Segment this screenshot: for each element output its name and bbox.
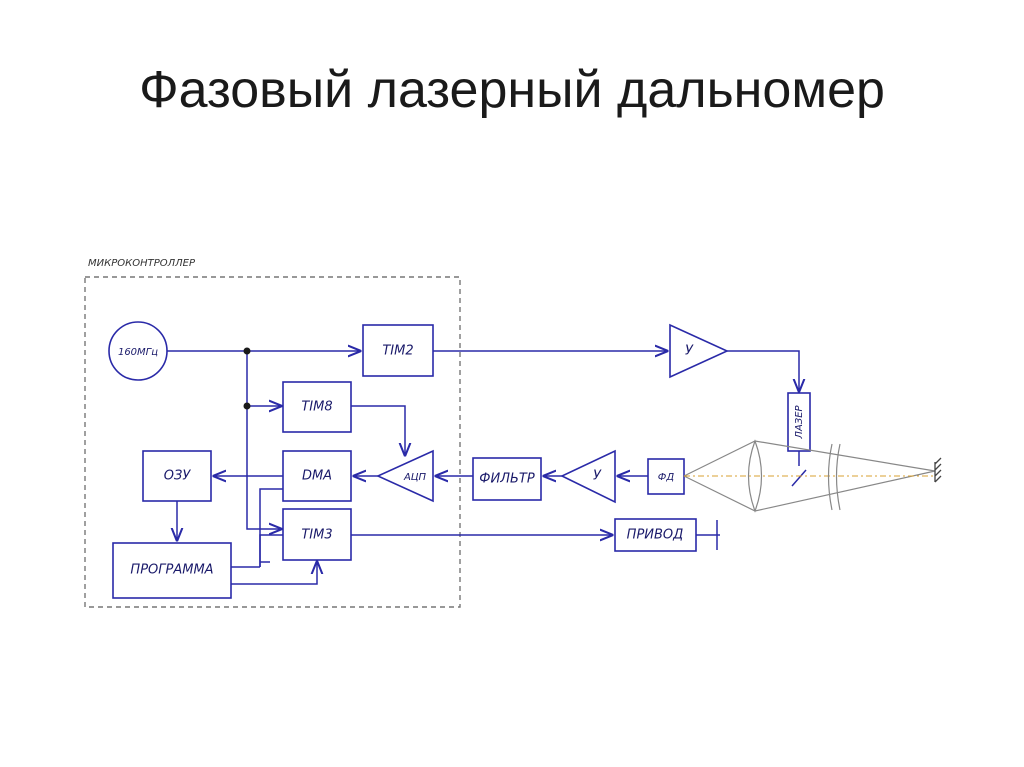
- dma-label: DMA: [302, 469, 332, 484]
- program-to-dma-wire: [259, 488, 283, 567]
- drive-shaft: [696, 520, 720, 550]
- tim8-to-adc-wire: [351, 405, 405, 455]
- program-block: [112, 542, 232, 599]
- rx-amplifier-label: У: [593, 469, 602, 484]
- program-to-tim3-wire: [231, 561, 270, 568]
- rx-amplifier-block: [560, 449, 616, 504]
- junction-dot: [243, 402, 251, 410]
- laser-label: ЛАЗЕР: [794, 404, 805, 439]
- adc-label: АЦП: [403, 472, 427, 483]
- drive-block: [614, 518, 697, 552]
- dma-block: [282, 450, 352, 502]
- program-to-tim3-trigger: [231, 562, 317, 585]
- microcontroller-boundary: [84, 276, 461, 608]
- slide-title: Фазовый лазерный дальномер: [139, 61, 885, 119]
- junction-dot: [243, 347, 251, 355]
- drive-label: ПРИВОД: [627, 528, 684, 543]
- tim3-label: TIM3: [301, 528, 332, 543]
- tim8-label: TIM8: [301, 400, 332, 415]
- amp-to-laser-wire: [727, 350, 799, 391]
- ozu-label: ОЗУ: [164, 469, 192, 484]
- tim8-block: [282, 381, 352, 433]
- program-label: ПРОГРАММА: [130, 563, 213, 578]
- target-surface-icon: [934, 457, 942, 483]
- tx-amplifier-block: [669, 323, 729, 379]
- optical-beam-lower: [683, 470, 936, 512]
- oscillator-label: 160МГц: [118, 347, 158, 358]
- clock-bus-vertical: [246, 351, 281, 529]
- microcontroller-label: МИКРОКОНТРОЛЛЕР: [88, 258, 196, 269]
- tx-amplifier-label: У: [685, 344, 694, 359]
- filter-label: ФИЛЬТР: [479, 472, 535, 487]
- tim2-label: TIM2: [382, 344, 413, 359]
- filter-block: [472, 457, 542, 501]
- program-ctrl-wire: [259, 534, 283, 567]
- break-mark-icon: [827, 443, 841, 511]
- photodiode-label: ФД: [658, 472, 675, 483]
- beam-splitter-mirror: [791, 469, 807, 487]
- lens-icon: [747, 439, 763, 513]
- adc-block: [376, 449, 434, 503]
